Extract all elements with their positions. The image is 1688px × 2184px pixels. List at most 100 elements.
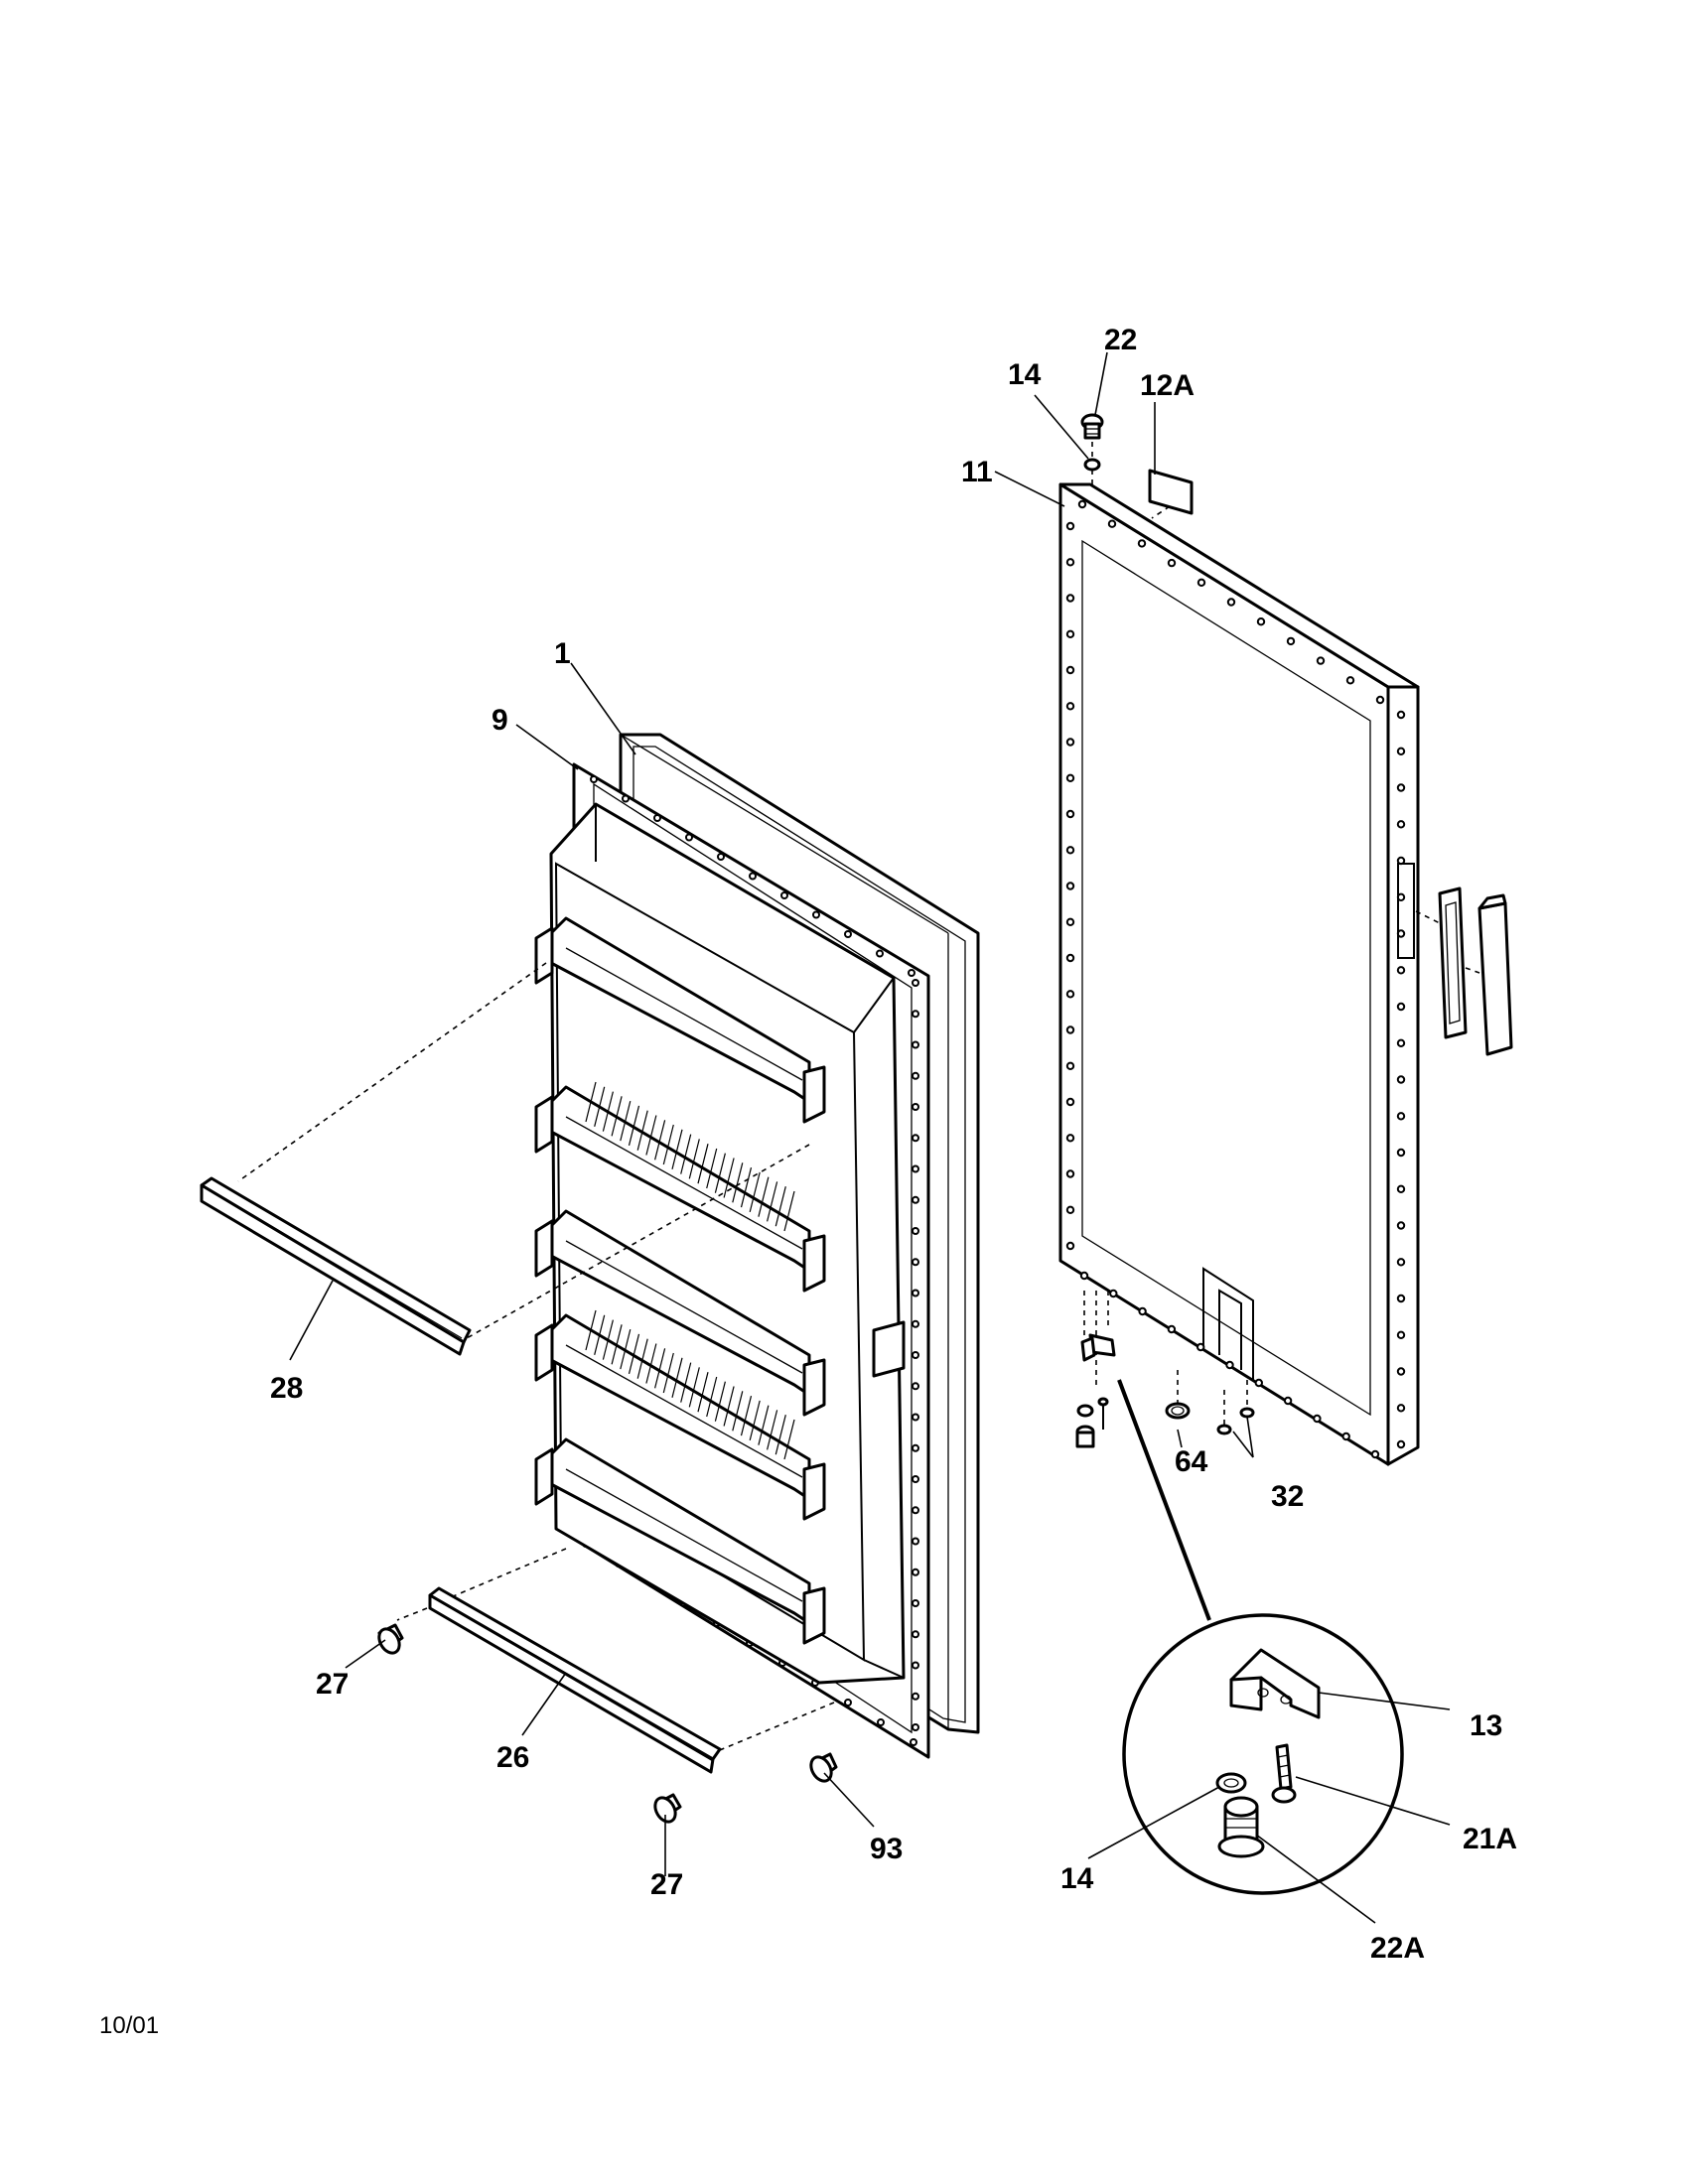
shelf-endcap: [802, 1065, 826, 1124]
screw-hole: [912, 1164, 919, 1173]
screw-hole: [912, 1661, 919, 1670]
callout-11: 11: [961, 456, 993, 488]
screw-hole: [912, 1537, 919, 1546]
liner-shell: [534, 802, 906, 1685]
screw-hole: [1316, 656, 1326, 665]
shelf-endcap: [534, 1447, 554, 1506]
date-code: 10/01: [99, 2012, 159, 2039]
screw-hole: [1065, 702, 1075, 711]
shelf-endcap: [534, 1323, 554, 1382]
screw-hole: [1396, 1294, 1406, 1303]
screw-hole: [912, 1289, 919, 1297]
shelf-ribs: [585, 1081, 795, 1232]
callout-12A: 12A: [1140, 369, 1195, 402]
screw-hole: [1341, 1432, 1350, 1441]
screw-hole: [812, 910, 820, 919]
screw-hole: [912, 1227, 919, 1235]
callout-21A: 21A: [1463, 1823, 1517, 1855]
screw-hole: [1370, 1449, 1380, 1459]
outer-door-panel: [1058, 482, 1420, 1466]
shelf-endcap: [802, 1586, 826, 1645]
screw-hole: [912, 1599, 919, 1607]
screw-hole: [912, 1040, 919, 1049]
screw-hole: [780, 891, 788, 899]
callout-labels: 22 14 12A 11 1 9 28 27 26 27 93 64 32 13…: [270, 324, 1517, 1965]
screw-hole: [1138, 1306, 1147, 1316]
screw-hole: [912, 1134, 919, 1143]
screw-hole: [749, 872, 757, 881]
screw-hole: [1396, 1439, 1406, 1449]
screw-hole: [1396, 1184, 1406, 1194]
screw-hole: [1065, 1061, 1075, 1071]
screw-hole: [1345, 676, 1355, 685]
screw-hole: [1065, 594, 1075, 603]
screw-hole: [1065, 990, 1075, 999]
screw-hole: [1065, 665, 1075, 675]
screw-hole: [908, 969, 915, 977]
screw-hole: [877, 1718, 885, 1726]
screw-hole: [1065, 846, 1075, 855]
screw-hole: [912, 1319, 919, 1328]
door-screw-holes: [1065, 499, 1406, 1459]
screw-hole: [1396, 1404, 1406, 1413]
screw-hole: [1077, 499, 1087, 509]
screw-hole: [1065, 521, 1075, 531]
screw-hole: [1396, 747, 1406, 755]
screw-hole: [1396, 1148, 1406, 1158]
screw-hole: [1396, 820, 1406, 829]
screw-hole: [1065, 558, 1075, 567]
screw-hole: [1065, 809, 1075, 819]
screw-hole: [1396, 710, 1406, 720]
screw-hole: [1065, 629, 1075, 638]
shelf-endcap: [534, 1219, 554, 1278]
screw-hole: [1079, 1271, 1089, 1281]
screw-hole: [1065, 882, 1075, 890]
liner-screw-holes: [582, 775, 919, 1746]
screw-hole: [622, 794, 630, 803]
screw-hole: [1065, 1134, 1075, 1143]
screw-hole: [912, 1382, 919, 1391]
screw-hole: [844, 1699, 852, 1706]
screw-hole: [590, 775, 598, 783]
screw-hole: [653, 814, 661, 822]
screw-hole: [1396, 1075, 1406, 1084]
screw-hole: [1167, 1324, 1177, 1334]
callout-9: 9: [492, 704, 508, 737]
screw-hole: [1313, 1414, 1322, 1424]
screw-hole: [1396, 1038, 1406, 1048]
screw-hole: [1286, 636, 1296, 646]
callout-22A: 22A: [1370, 1932, 1425, 1965]
shelf-endcap: [534, 926, 554, 985]
callout-27-upper: 27: [316, 1668, 349, 1701]
screw-hole: [1226, 598, 1236, 607]
screw-hole: [876, 949, 884, 958]
hinge-detail-inset: [1122, 1613, 1404, 1895]
screw-hole: [1396, 966, 1406, 975]
callout-14-top: 14: [1008, 358, 1042, 391]
callout-27-lower: 27: [650, 1868, 683, 1901]
screw-hole: [912, 1351, 919, 1359]
screw-hole: [1256, 617, 1266, 626]
screw-hole: [1065, 1025, 1075, 1034]
shelf-rail-part-28: [200, 1176, 472, 1356]
callout-28: 28: [270, 1372, 303, 1405]
screw-hole: [1283, 1396, 1293, 1406]
screw-hole: [1167, 558, 1177, 568]
screw-hole: [1375, 695, 1385, 705]
callout-1: 1: [554, 637, 571, 670]
screw-hole: [912, 1692, 919, 1701]
screw-hole: [1065, 953, 1075, 963]
screw-hole: [1065, 917, 1075, 926]
screw-hole: [1396, 1367, 1406, 1376]
shelf-endcap: [802, 1234, 826, 1293]
callout-93: 93: [870, 1833, 903, 1865]
top-hinge-hardware: [1080, 413, 1194, 519]
screw-hole: [1396, 1330, 1406, 1340]
screw-hole: [912, 1506, 919, 1515]
callout-26: 26: [496, 1741, 529, 1774]
screw-hole: [912, 1010, 919, 1019]
screw-hole: [1109, 1289, 1118, 1298]
screw-hole: [912, 979, 919, 987]
screw-hole: [1196, 578, 1206, 587]
